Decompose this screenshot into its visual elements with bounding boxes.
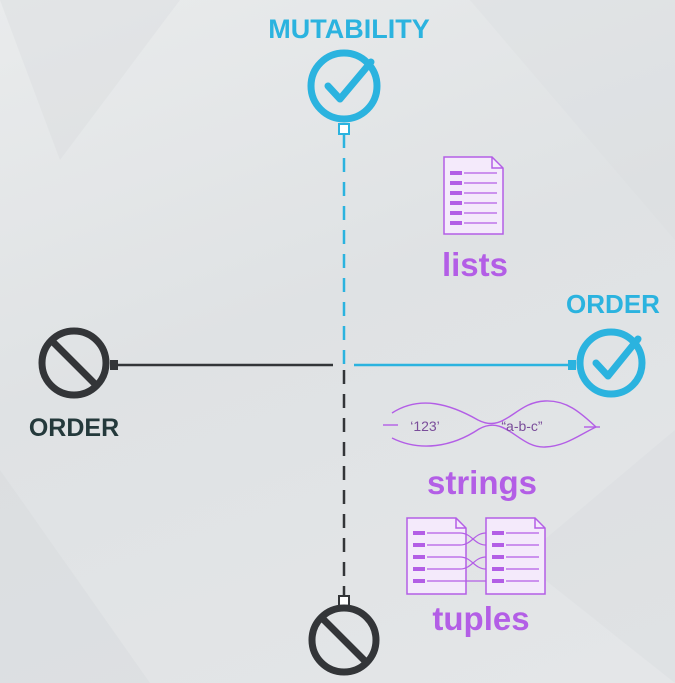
tuples-label: tuples	[432, 600, 529, 637]
right-endpoint	[568, 360, 576, 370]
strings-label: strings	[427, 464, 537, 501]
document-list-icon	[443, 156, 504, 235]
string-example-1: ‘123’	[410, 418, 440, 434]
paired-documents-icon	[406, 517, 546, 595]
order-label-right: ORDER	[566, 289, 660, 319]
string-ribbon-icon	[383, 400, 600, 448]
lists-label: lists	[442, 246, 508, 283]
prohibited-icon	[38, 327, 110, 399]
left-endpoint	[110, 360, 118, 370]
order-label-left: ORDER	[29, 414, 119, 442]
prohibited-icon	[308, 604, 380, 676]
mutability-label: MUTABILITY	[268, 14, 429, 44]
string-example-2: “a-b-c”	[501, 418, 543, 434]
top-endpoint	[338, 123, 350, 135]
check-circle-icon	[307, 49, 381, 123]
check-circle-icon	[576, 328, 646, 398]
